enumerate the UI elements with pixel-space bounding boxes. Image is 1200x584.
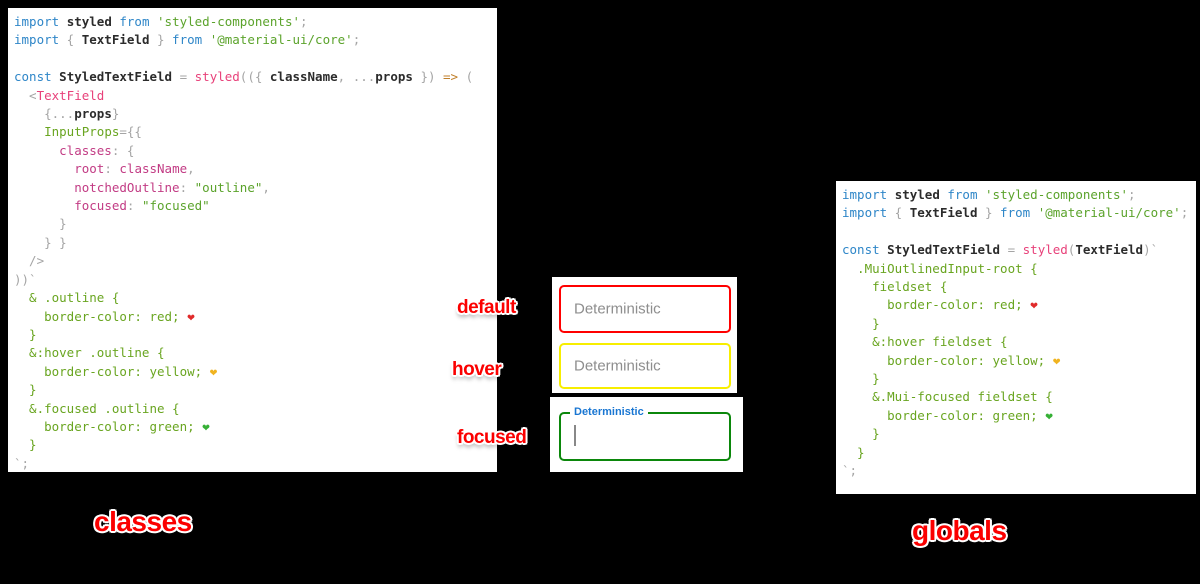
state-label-focused: focused (457, 427, 527, 448)
code-classes: import styled from 'styled-components';i… (14, 14, 474, 471)
textfield-focused-label: Deterministic (570, 406, 648, 418)
code-globals: import styled from 'styled-components';i… (842, 187, 1189, 479)
textfield-hover-placeholder: Deterministic (574, 357, 661, 375)
textfield-demo-panel-bottom: Deterministic (550, 397, 743, 472)
text-cursor (574, 425, 576, 446)
state-label-hover: hover (452, 359, 502, 380)
state-label-default: default (457, 297, 516, 318)
textfield-default[interactable]: Deterministic (559, 285, 731, 333)
textfield-hover[interactable]: Deterministic (559, 343, 731, 389)
textfield-demo-panel-top: Deterministic Deterministic (552, 277, 737, 393)
textfield-focused[interactable]: Deterministic (559, 406, 731, 461)
textfield-default-placeholder: Deterministic (574, 300, 661, 318)
caption-classes: classes (94, 506, 192, 537)
code-panel-globals: import styled from 'styled-components';i… (836, 181, 1196, 494)
caption-globals: globals (912, 515, 1007, 546)
code-panel-classes: import styled from 'styled-components';i… (8, 8, 497, 472)
